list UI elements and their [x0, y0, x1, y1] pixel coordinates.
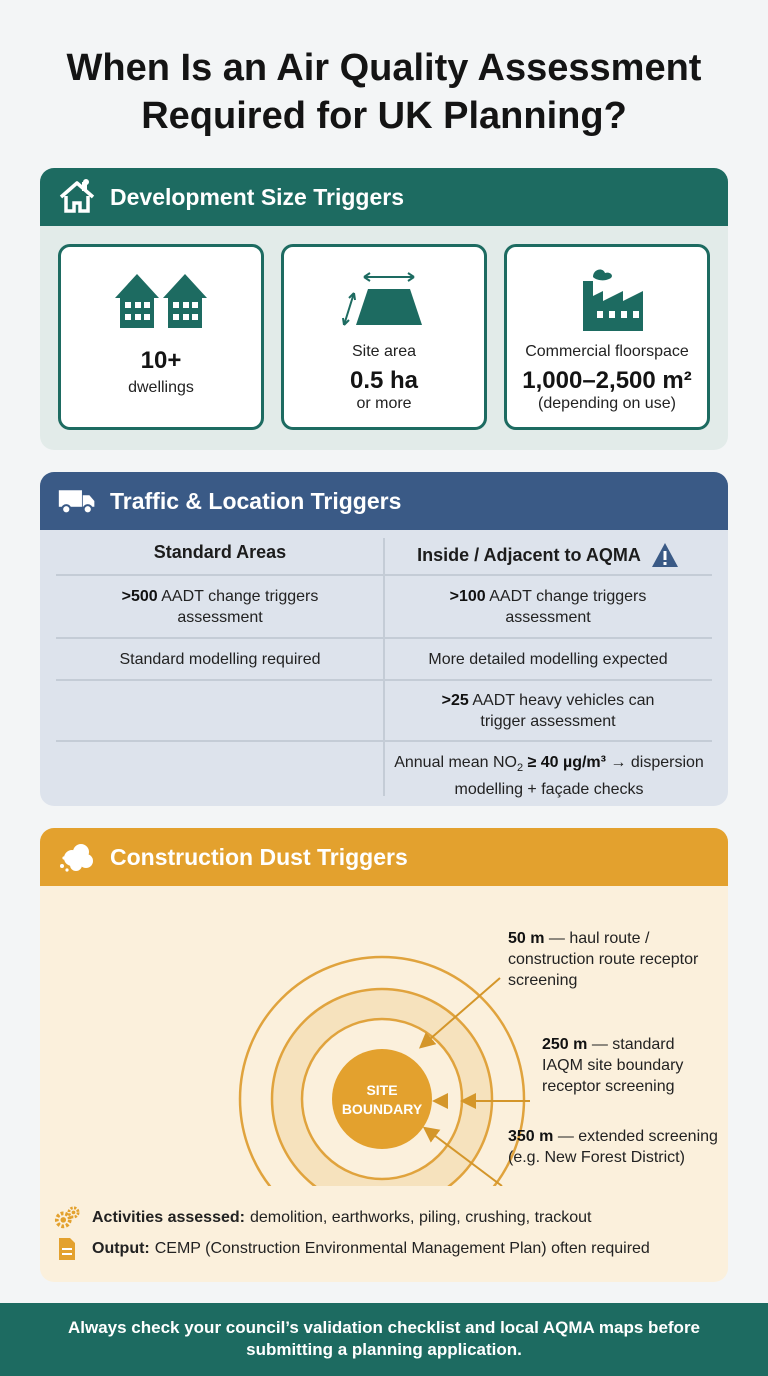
- standard-areas-header: Standard Areas: [153, 542, 287, 562]
- traffic-location-section: Traffic & Location Triggers Standard Are…: [40, 472, 728, 806]
- dwellings-label: dwellings: [128, 379, 194, 396]
- standard-aadt-threshold: >500: [121, 588, 158, 605]
- site-area-suffix: or more: [356, 395, 412, 412]
- activities-text: demolition, earthworks, piling, crushing…: [249, 1209, 592, 1226]
- houses-icon: [61, 265, 261, 335]
- no2-threshold: ≥ 40 µg/m³: [523, 754, 606, 771]
- house-icon: [58, 178, 96, 216]
- callout-50m-distance: 50 m: [508, 930, 545, 947]
- document-icon: [54, 1236, 80, 1262]
- aqma-column-header: Inside / Adjacent to AQMA: [384, 542, 712, 568]
- development-size-title: Development Size Triggers: [110, 183, 404, 210]
- output-label: Output:: [92, 1240, 150, 1257]
- arrow-50m: [418, 977, 501, 1049]
- callout-350m: 350 m — extended screening (e.g. New For…: [508, 1126, 718, 1168]
- gears-icon: [54, 1205, 80, 1231]
- ring-350m: [238, 955, 526, 1186]
- title-line-2: Required for UK Planning?: [141, 95, 627, 137]
- standard-aadt-cell: >500 AADT change triggers assessment: [80, 586, 360, 628]
- development-size-section: Development Size Triggers 10+ dwellings: [40, 168, 728, 450]
- construction-dust-header: Construction Dust Triggers: [40, 828, 728, 886]
- site-area-label: Site area: [351, 343, 417, 360]
- development-size-header: Development Size Triggers: [40, 168, 728, 226]
- callout-50m: 50 m — haul route / construction route r…: [508, 928, 718, 991]
- row-divider: [56, 679, 712, 681]
- dwellings-value: 10+: [140, 347, 182, 374]
- no2-subscript: 2: [516, 762, 524, 775]
- heavy-vehicles-threshold: >25: [441, 692, 469, 709]
- warning-icon: [651, 542, 679, 568]
- aqma-modelling-cell: More detailed modelling expected: [428, 651, 668, 668]
- row-divider: [56, 574, 712, 576]
- row-divider: [56, 637, 712, 639]
- site-area-icon: [284, 265, 484, 335]
- row-divider: [56, 740, 712, 742]
- factory-icon: [507, 265, 707, 335]
- heavy-vehicles-text: AADT heavy vehicles can trigger assessme…: [468, 692, 655, 730]
- output-note: Output: CEMP (Construction Environmental…: [54, 1236, 650, 1262]
- aqma-column-title: Inside / Adjacent to AQMA: [417, 544, 641, 565]
- no2-text: → dispersion modelling + façade checks: [454, 754, 704, 799]
- footer-text: Always check your council’s validation c…: [67, 1318, 701, 1359]
- callout-350m-distance: 350 m: [508, 1128, 554, 1145]
- no2-prefix: Annual mean NO: [394, 754, 517, 771]
- column-divider: [383, 538, 385, 796]
- traffic-location-title: Traffic & Location Triggers: [110, 487, 402, 514]
- site-area-value: 0.5 ha: [349, 367, 419, 394]
- callout-250m-distance: 250 m: [542, 1036, 588, 1053]
- site-area-card: Site area 0.5 ha or more: [281, 244, 487, 430]
- commercial-floorspace-card: Commercial floorspace 1,000–2,500 m² (de…: [504, 244, 710, 430]
- traffic-location-header: Traffic & Location Triggers: [40, 472, 728, 530]
- dust-cloud-icon: [58, 838, 96, 876]
- truck-icon: [58, 482, 96, 520]
- callout-50m-text: — haul route / construction route recept…: [508, 930, 699, 989]
- site-label-line-1: SITE: [366, 1082, 397, 1098]
- page-title: When Is an Air Quality Assessment Requir…: [0, 44, 768, 140]
- dwellings-card: 10+ dwellings: [58, 244, 264, 430]
- construction-dust-section: Construction Dust Triggers SITE BOUNDARY…: [40, 828, 728, 1282]
- site-label-line-2: BOUNDARY: [342, 1101, 423, 1117]
- aqma-aadt-cell: >100 AADT change triggers assessment: [410, 586, 686, 628]
- aqma-aadt-text: AADT change triggers assessment: [485, 588, 647, 626]
- site-boundary-circle: [332, 1049, 432, 1149]
- callout-350m-text: — extended screening (e.g. New Forest Di…: [508, 1128, 718, 1166]
- footer-banner: Always check your council’s validation c…: [0, 1303, 768, 1376]
- output-text: CEMP (Construction Environmental Managem…: [154, 1240, 650, 1257]
- standard-modelling-cell: Standard modelling required: [119, 651, 321, 668]
- aqma-aadt-threshold: >100: [449, 588, 486, 605]
- activities-note: Activities assessed: demolition, earthwo…: [54, 1205, 591, 1231]
- construction-dust-title: Construction Dust Triggers: [110, 843, 408, 870]
- dust-radius-diagram: SITE BOUNDARY: [238, 955, 530, 1186]
- arrow-350m: [422, 1126, 503, 1186]
- commercial-floorspace-note: (depending on use): [538, 395, 676, 412]
- callout-250m-text: — standard IAQM site boundary receptor s…: [542, 1036, 684, 1095]
- aqma-no2-cell: Annual mean NO2 ≥ 40 µg/m³ → dispersion …: [392, 752, 706, 800]
- standard-aadt-text: AADT change triggers assessment: [157, 588, 319, 626]
- commercial-floorspace-label: Commercial floorspace: [525, 343, 689, 360]
- activities-label: Activities assessed:: [92, 1209, 245, 1226]
- title-line-1: When Is an Air Quality Assessment: [66, 47, 702, 89]
- commercial-floorspace-value: 1,000–2,500 m²: [522, 367, 692, 394]
- callout-250m: 250 m — standard IAQM site boundary rece…: [542, 1034, 718, 1097]
- aqma-heavy-vehicles-cell: >25 AADT heavy vehicles can trigger asse…: [420, 690, 676, 732]
